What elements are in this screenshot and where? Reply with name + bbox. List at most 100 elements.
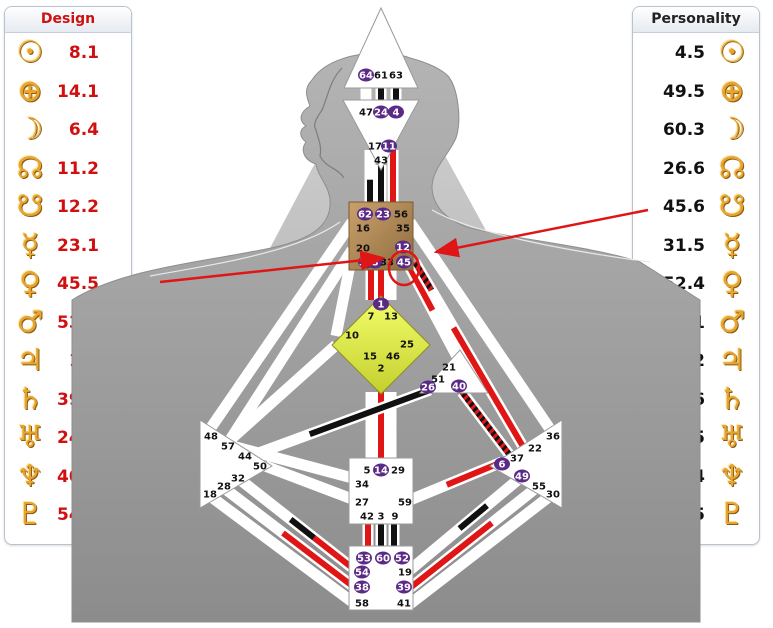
gate-label: 64 [359,71,373,82]
gate-label: 62 [358,210,372,221]
gate-label: 1 [378,300,385,311]
gate-label: 45 [397,258,411,269]
moon-icon: ☽ [718,112,746,147]
gate-4: 4 [388,105,404,119]
gate-marker [514,469,530,483]
saturn-icon: ♄ [16,381,44,417]
design-row-moon: ☽ 6.4 [5,111,131,149]
gate-marker [373,463,389,477]
channel-40-37-activation [459,390,515,460]
gate-marker [394,551,410,565]
gate-19: 19 [398,568,412,579]
value-number: 23.1 [57,235,99,256]
gate-17: 17 [368,142,382,153]
gate-label: 60 [376,554,390,565]
design-row-venus: ♀45.5 [5,265,131,303]
gate-label: 4 [393,108,400,119]
annotation-arrow-left [159,250,386,284]
gate-50: 50 [253,462,267,473]
gate-38: 38 [354,580,370,594]
gate-label: 56 [394,210,408,221]
channel-54-32-activation [312,535,357,573]
gate-43: 43 [374,156,388,167]
gate-label: 44 [238,452,252,463]
gate-27: 27 [355,498,369,509]
gate-label: 15 [363,352,377,363]
gate-label: 13 [384,312,398,323]
gate-label: 42 [360,512,374,523]
gate-label: 11 [382,142,396,153]
gate-label: 26 [421,383,435,394]
gate-39: 39 [396,580,412,594]
gate-29: 29 [391,466,405,477]
gate-20: 20 [356,244,370,255]
gate-label: 7 [368,312,375,323]
gate-46: 46 [386,352,400,363]
gate-60: 60 [375,551,391,565]
gate-51: 51 [431,375,445,386]
gate-label: 12 [396,243,410,254]
gate-marker [357,207,373,221]
gate-marker [354,580,370,594]
gate-marker [420,380,436,394]
mercury-icon: ☿ [20,227,40,263]
value-number: 45.6 [663,197,705,217]
sun-icon: ☉ [16,35,44,70]
gate-label: 46 [386,352,400,363]
channel-58-18 [206,491,359,609]
design-row-sun: ☉ 8.1 [5,34,131,72]
uranus-icon: ♅ [16,420,44,455]
gate-label: 5 [364,466,371,477]
south-node-icon: ☋ [718,189,746,224]
gate-40: 40 [451,379,467,393]
face-profile [314,67,345,179]
gate-15: 15 [363,352,377,363]
gate-48: 48 [204,432,218,443]
north-node-icon: ☊ [16,150,44,186]
gate-label: 32 [231,474,245,485]
gate-label: 10 [345,331,359,342]
gate-label: 63 [389,71,403,82]
gate-marker [494,457,510,471]
gate-label: 19 [398,568,412,579]
gate-marker [356,551,372,565]
channel-54-32-activation [288,517,316,541]
value-number: 14.1 [57,81,99,102]
channel-38-28-activation [281,530,357,591]
gate-label: 25 [400,340,414,351]
gate-13: 13 [384,312,398,323]
gate-label: 35 [396,224,410,235]
personality-value-south-node: 45.6 [635,188,705,226]
gate-21: 21 [442,363,456,374]
gate-label: 50 [253,462,267,473]
gate-18: 18 [203,490,217,501]
mars-icon: ♂ [718,304,746,340]
value-number: 6.4 [68,120,99,140]
gate-marker [396,580,412,594]
gate-52: 52 [394,551,410,565]
design-row-mercury: ☿ 23.1 [5,227,131,265]
gate-marker [375,551,391,565]
gate-label: 18 [203,490,217,501]
gate-marker [358,68,374,82]
annotations [159,208,649,287]
annotation-circle [387,249,421,287]
gate-label: 58 [355,599,369,610]
gate-label: 34 [355,480,369,491]
gate-14: 14 [373,463,389,477]
design-row-earth: ⊕14.1 [5,73,131,111]
design-row-south-node: ☋12.2 [5,188,131,226]
design-panel: Design ☉8.1⊕14.1☽6.4☊11.2☋12.2☿23.1♀45.5… [4,6,132,545]
g-center [331,295,431,395]
head-center [343,6,419,89]
personality-value-sun: 4.5 [635,34,705,72]
ego-center [418,349,489,394]
gate-2: 2 [378,364,385,375]
value-number: 60.3 [663,120,705,140]
personality-panel-title: Personality [633,7,759,33]
personality-row-north-node: 26.6☊ [633,150,759,188]
moon-icon: ☽ [16,112,44,147]
personality-value-mercury: 31.5 [635,227,705,265]
value-number: 8.1 [68,43,99,63]
